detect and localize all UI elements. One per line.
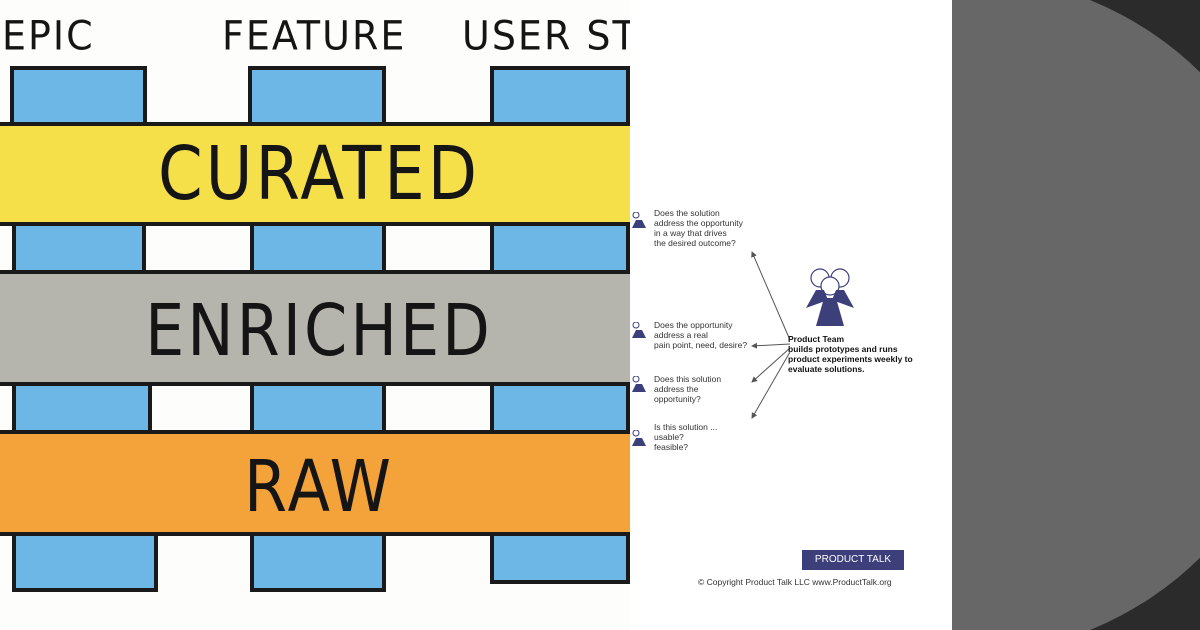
- epic-block: [10, 66, 147, 130]
- question-outcome: Does the solution address the opportunit…: [654, 208, 743, 248]
- band-enriched: ENRICHED: [0, 270, 630, 386]
- column-header-user-story: USER STO: [462, 12, 630, 60]
- band-label: RAW: [244, 444, 394, 529]
- user-story-block: [490, 530, 630, 584]
- brand-logo: PRODUCT TALK: [802, 550, 904, 570]
- connector-arrows: [751, 251, 791, 419]
- column-header-feature: FEATURE: [222, 12, 407, 60]
- column-header-epic: EPIC: [2, 12, 95, 60]
- user-story-block: [490, 66, 630, 130]
- copyright-text: © Copyright Product Talk LLC www.Product…: [698, 577, 892, 587]
- feature-block: [250, 222, 386, 278]
- dark-panel: [952, 0, 1200, 630]
- band-raw: RAW: [0, 430, 630, 536]
- team-description: builds prototypes and runs product exper…: [788, 344, 913, 374]
- gray-disc: [952, 0, 1200, 630]
- epic-block: [12, 530, 158, 592]
- band-label: CURATED: [157, 132, 481, 218]
- feature-block: [248, 66, 386, 130]
- person-icon: [632, 212, 646, 228]
- question-opportunity: Does the opportunity address a real pain…: [654, 320, 748, 350]
- product-team-diagram: Does the solution address the opportunit…: [630, 0, 952, 630]
- arrow-to-usable: [751, 351, 791, 419]
- arrow-to-opportunity: [751, 342, 791, 349]
- product-team-icon: [806, 268, 854, 326]
- question-solution: Does this solution address the opportuni…: [654, 374, 722, 404]
- person-icon: [632, 376, 646, 392]
- person-icon: [632, 430, 646, 446]
- question-usable: Is this solution ... usable? feasible?: [654, 422, 718, 452]
- arrow-to-solution: [751, 347, 791, 383]
- band-label: ENRICHED: [145, 288, 493, 373]
- feature-block: [250, 530, 386, 592]
- person-icon: [632, 322, 646, 338]
- arrow-to-outcome: [751, 251, 791, 341]
- band-curated: CURATED: [0, 122, 630, 226]
- layer-sketch: EPIC FEATURE USER STO CURATED ENRICHED R…: [0, 12, 630, 592]
- team-title: Product Team: [788, 334, 845, 344]
